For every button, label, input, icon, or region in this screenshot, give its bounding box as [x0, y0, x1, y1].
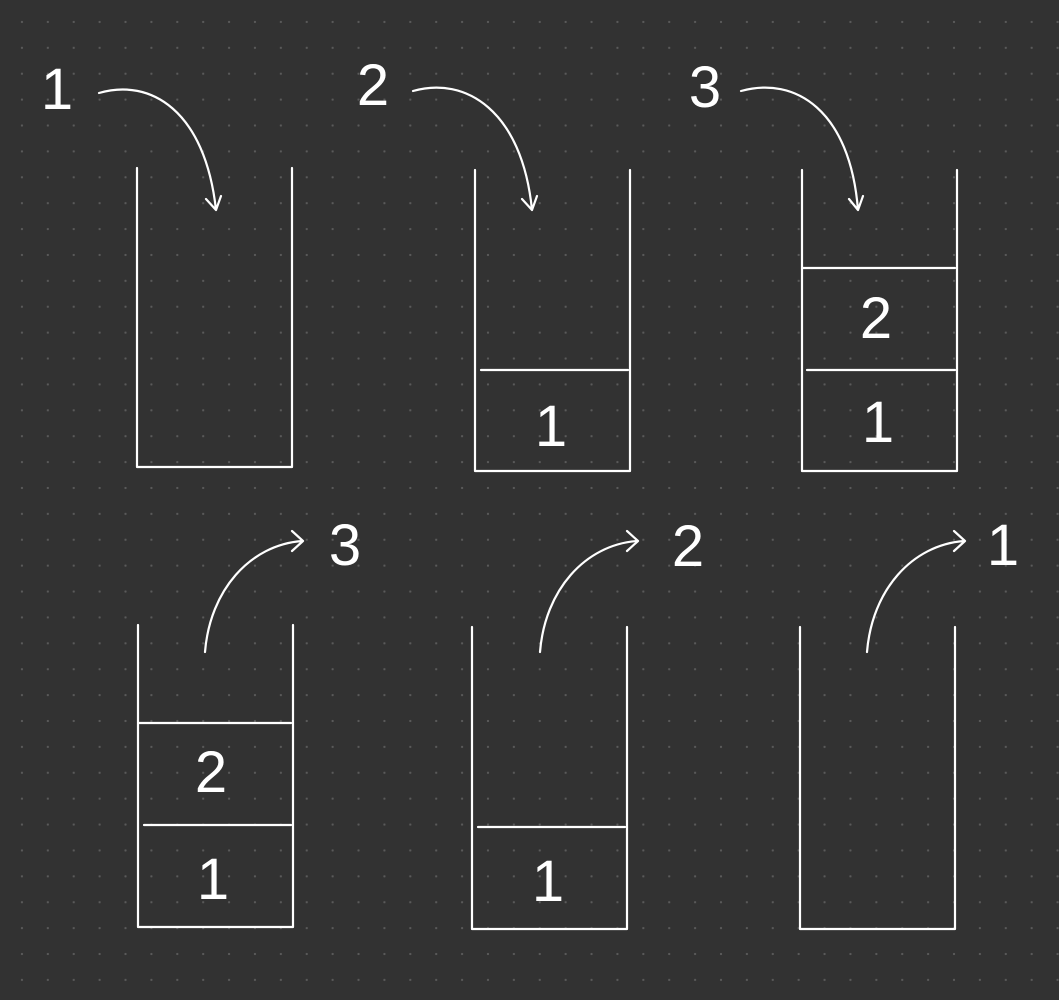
push-2-stack-item-1: 1 [535, 394, 567, 459]
pop-3-outgoing-label: 1 [987, 513, 1019, 578]
push-step-2: 2 1 [357, 53, 632, 473]
pop-2-outgoing-label: 2 [672, 514, 704, 579]
pop-step-2: 2 1 [470, 514, 704, 931]
pop-2-stack-item-1: 1 [532, 849, 564, 914]
pop-step-1: 3 2 1 [136, 513, 361, 929]
pop-1-stack-container [136, 623, 295, 929]
pop-1-stack-item-2: 2 [195, 740, 227, 805]
pop-1-arrow-icon [203, 529, 305, 654]
pop-3-arrow-icon [865, 529, 967, 654]
push-3-stack-item-2: 2 [860, 286, 892, 351]
pop-1-outgoing-label: 3 [329, 513, 361, 578]
push-3-incoming-label: 3 [689, 55, 721, 120]
push-1-incoming-label: 1 [41, 57, 73, 122]
push-1-stack-container [135, 166, 294, 469]
push-2-stack-container [473, 168, 632, 473]
pop-2-arrow-icon [538, 529, 640, 654]
push-1-arrow-icon [97, 88, 223, 212]
push-step-1: 1 [41, 57, 294, 469]
push-2-arrow-icon [411, 86, 539, 212]
push-step-3: 3 2 1 [689, 55, 959, 473]
pop-3-stack-container [798, 625, 957, 931]
pop-1-stack-item-1: 1 [197, 847, 229, 912]
push-2-incoming-label: 2 [357, 53, 389, 118]
pop-step-3: 1 [798, 513, 1019, 931]
push-3-arrow-icon [739, 86, 865, 212]
push-3-stack-container [800, 168, 959, 473]
pop-2-stack-container [470, 625, 629, 931]
push-3-stack-item-1: 1 [862, 390, 894, 455]
